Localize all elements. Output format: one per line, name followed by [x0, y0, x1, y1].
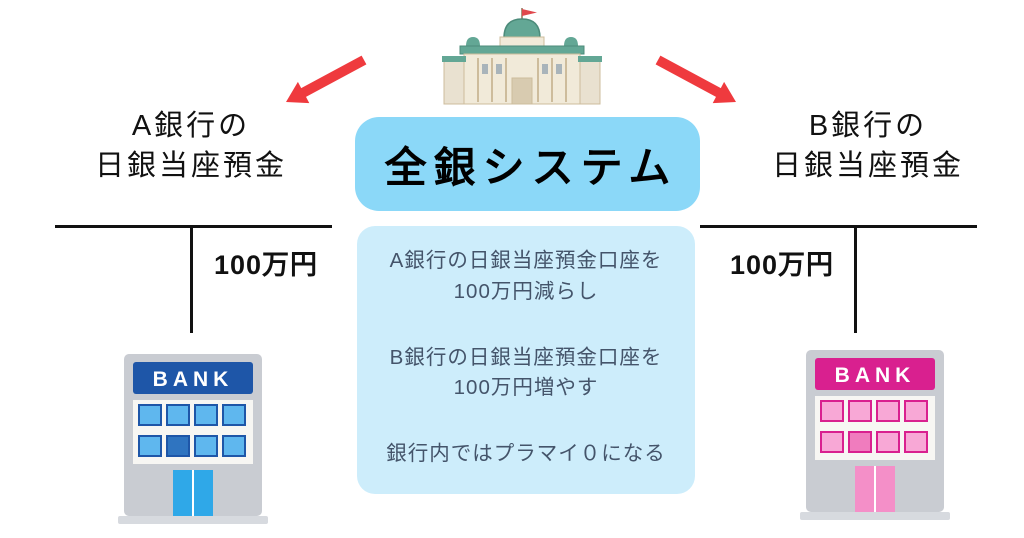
info-step-1-line1: A銀行の日銀当座預金口座を: [389, 249, 663, 272]
right-account-title: B銀行の 日銀当座預金: [712, 106, 1024, 186]
info-step-3-line1: 銀行内ではプラマイ０になる: [386, 442, 666, 466]
left-account-title-line1: A銀行の: [131, 110, 251, 142]
right-t-account-vertical-line: [854, 225, 857, 333]
info-step-3: 銀行内ではプラマイ０になる: [363, 439, 689, 470]
bank-a-sign-text: BANK: [153, 368, 234, 391]
info-step-1-line2: 100万円減らし: [453, 279, 599, 303]
right-t-account-horizontal-line: [700, 225, 977, 228]
bank-b-building-icon: BANK: [800, 350, 950, 520]
zengin-system-info-box: A銀行の日銀当座預金口座を 100万円減らし B銀行の日銀当座預金口座を 100…: [357, 226, 695, 494]
info-step-1: A銀行の日銀当座預金口座を 100万円減らし: [363, 246, 689, 308]
right-account-amount: 100万円: [729, 250, 835, 280]
left-t-account-horizontal-line: [55, 225, 332, 228]
left-account-title: A銀行の 日銀当座預金: [35, 106, 347, 186]
info-step-2: B銀行の日銀当座預金口座を 100万円増やす: [363, 343, 689, 405]
left-account-title-line2: 日銀当座預金: [94, 150, 287, 183]
bank-a-building-icon: BANK: [118, 354, 268, 524]
bank-of-japan-building-icon: [442, 8, 602, 105]
red-arrow-right-icon: [655, 55, 736, 104]
zengin-system-title-box: 全銀システム: [355, 117, 700, 211]
info-step-2-line1: B銀行の日銀当座預金口座を: [389, 345, 663, 369]
red-arrow-left-icon: [286, 55, 367, 104]
zengin-system-title: 全銀システム: [384, 143, 678, 191]
info-step-2-line2: 100万円増やす: [453, 376, 599, 400]
right-account-title-line2: 日銀当座預金: [771, 150, 964, 183]
bank-b-sign-text: BANK: [835, 364, 916, 387]
left-account-amount: 100万円: [213, 250, 319, 280]
right-account-title-line1: B銀行の: [808, 110, 928, 142]
left-t-account-vertical-line: [190, 225, 193, 333]
